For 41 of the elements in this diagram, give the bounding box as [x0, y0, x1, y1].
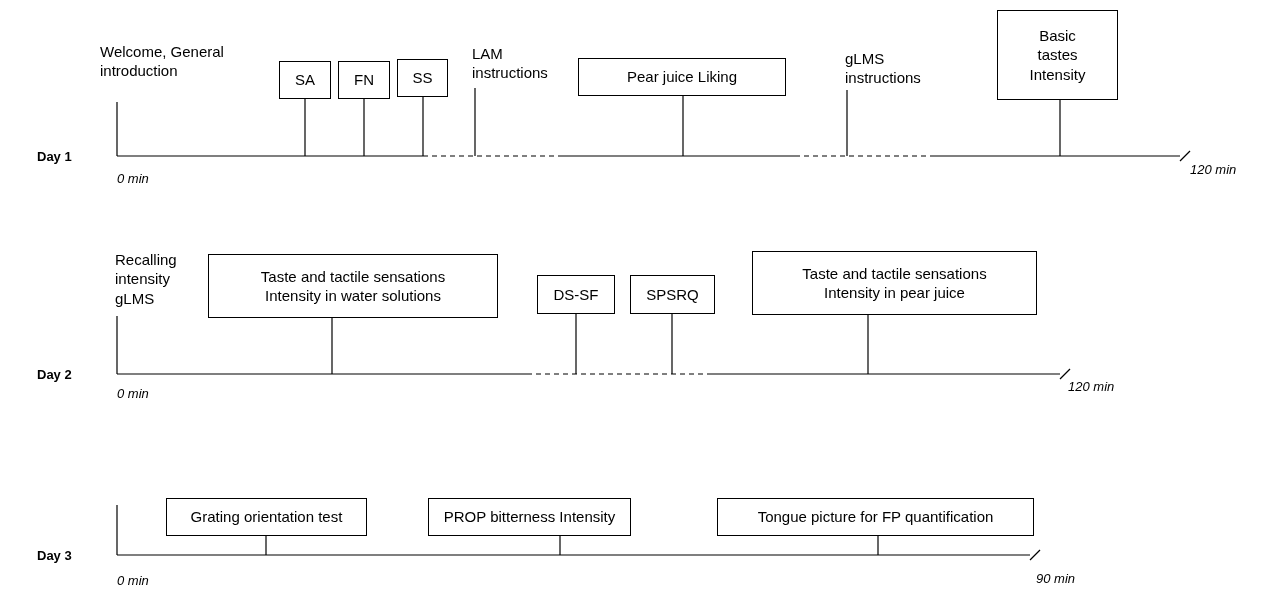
event-label: Welcome, General introduction [100, 36, 278, 86]
event-box: Taste and tactile sensations Intensity in pear juice [752, 251, 1037, 315]
timeline-tick [331, 317, 333, 375]
time-label: 120 min [1190, 161, 1237, 179]
event-box: Pear juice Liking [578, 58, 786, 96]
event-box: DS-SF [537, 275, 615, 314]
event-box: SS [397, 59, 448, 97]
time-label: 90 min [1036, 570, 1076, 588]
event-label: LAM instructions [472, 38, 567, 88]
event-box: Basic tastes Intensity [997, 10, 1118, 100]
timeline-tick [877, 535, 879, 556]
timeline-tick [116, 101, 118, 157]
timeline-tick [671, 313, 673, 375]
timeline-tick [474, 87, 476, 157]
timeline-tick [867, 314, 869, 375]
day-label: Day 3 [37, 547, 72, 565]
time-label: 0 min [117, 170, 149, 188]
timeline-tick [363, 98, 365, 157]
timeline-tick [304, 98, 306, 157]
event-box: Grating orientation test [166, 498, 367, 536]
timeline-tick [559, 535, 561, 556]
time-label: 0 min [117, 572, 149, 590]
event-box: PROP bitterness Intensity [428, 498, 631, 536]
event-box: FN [338, 61, 390, 99]
day-label: Day 1 [37, 148, 72, 166]
event-box: Tongue picture for FP quantification [717, 498, 1034, 536]
event-box: Taste and tactile sensations Intensity in water solutions [208, 254, 498, 318]
timeline-tick [116, 315, 118, 375]
time-label: 120 min [1068, 378, 1115, 396]
time-label: 0 min [117, 385, 149, 403]
timeline-tick [422, 96, 424, 157]
day-label: Day 2 [37, 366, 72, 384]
timeline-tick [846, 89, 848, 157]
timeline-tick [265, 535, 267, 556]
timeline-tick [575, 313, 577, 375]
timeline-tick [1059, 99, 1061, 157]
event-label: gLMS instructions [845, 46, 945, 90]
event-box: SA [279, 61, 331, 99]
timeline-tick [682, 95, 684, 157]
event-box: SPSRQ [630, 275, 715, 314]
event-label: Recalling intensity gLMS [115, 244, 195, 314]
